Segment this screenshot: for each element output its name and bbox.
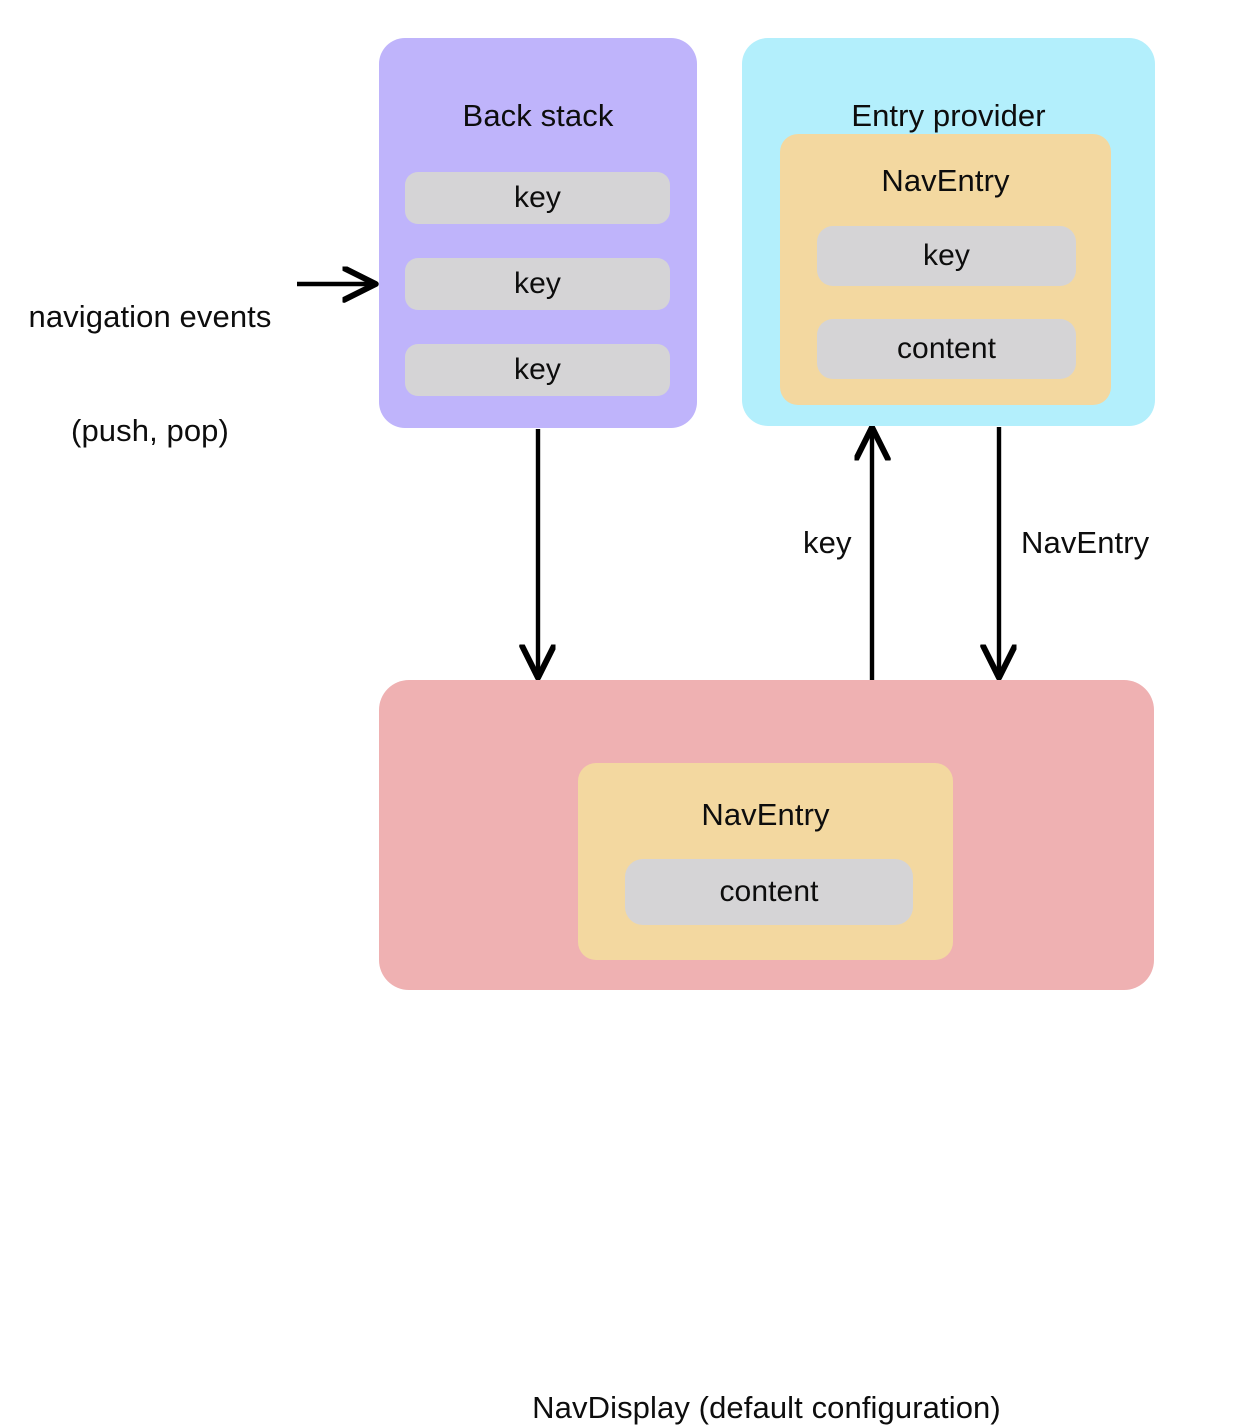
navigation-events-label-line-2: (push, pop) <box>71 413 229 448</box>
navigation-events-label: navigation events (push, pop) <box>10 222 290 526</box>
diagram-canvas: Back stack key key key Entry provider Na… <box>10 38 1155 1423</box>
nav-entry-arrow-label: NavEntry <box>1021 525 1150 560</box>
entry-provider-content-slot: content <box>817 319 1076 379</box>
entry-provider-content-slot-label: content <box>896 332 997 365</box>
nav-display-title: NavDisplay (default configuration) <box>532 1390 1001 1425</box>
nav-display-nav-entry-title: NavEntry <box>701 797 830 832</box>
back-stack-key-slot-1-label: key <box>514 181 561 214</box>
back-stack-title: Back stack <box>462 98 614 133</box>
back-stack-key-slot-2: key <box>405 258 670 310</box>
back-stack-key-slot-2-label: key <box>514 267 561 300</box>
navigation-events-label-line-1: navigation events <box>28 299 272 334</box>
nav-display-content-slot-label: content <box>719 875 819 908</box>
nav-display-content-slot: content <box>625 859 913 925</box>
key-arrow-label: key <box>803 525 852 560</box>
back-stack-key-slot-1: key <box>405 172 670 224</box>
entry-provider-nav-entry-title: NavEntry <box>881 163 1010 198</box>
entry-provider-key-slot-label: key <box>923 239 970 272</box>
back-stack-key-slot-3-label: key <box>514 353 561 386</box>
entry-provider-title: Entry provider <box>851 98 1046 133</box>
back-stack-key-slot-3: key <box>405 344 670 396</box>
entry-provider-key-slot: key <box>817 226 1076 286</box>
